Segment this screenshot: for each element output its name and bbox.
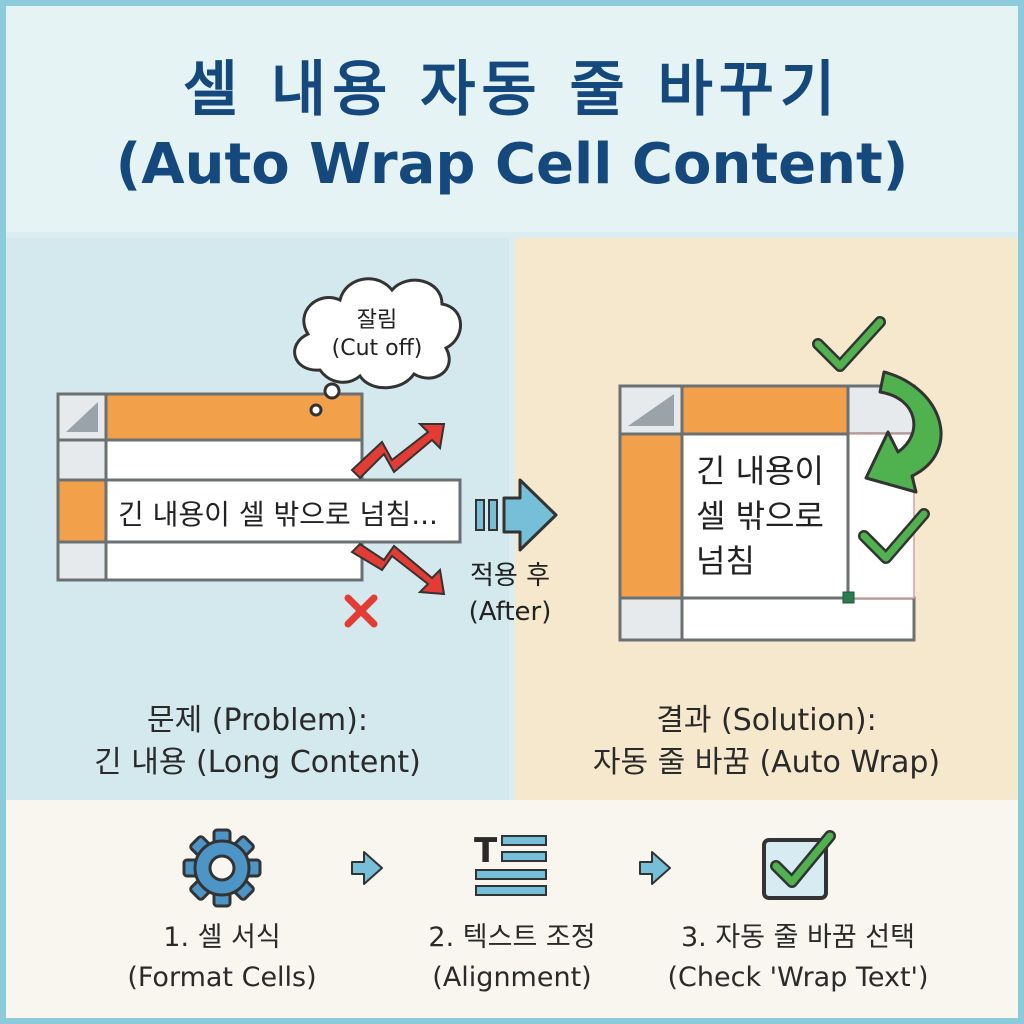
checkbox-checked-icon: [762, 830, 836, 900]
row-header-selected: [618, 432, 684, 600]
cell: [104, 540, 364, 582]
step-1-label: 1. 셀 서식 (Format Cells): [92, 918, 352, 998]
solution-caption-line2: 자동 줄 바꿈 (Auto Wrap): [592, 745, 941, 780]
solution-spreadsheet: 긴 내용이 셀 밖으로 넘침: [618, 384, 916, 642]
after-label-en: (After): [469, 597, 552, 627]
after-arrow-icon: [475, 478, 558, 552]
error-x-icon: [344, 594, 378, 628]
zigzag-arrow-up-icon: [350, 423, 446, 480]
row-header: [56, 438, 108, 482]
step-2-title: 2. 텍스트 조정: [428, 922, 596, 953]
step-2-label: 2. 텍스트 조정 (Alignment): [382, 918, 642, 998]
cut-off-bubble: 잘림 (Cut off): [293, 277, 462, 417]
gear-icon: [182, 828, 262, 908]
header: 셀 내용 자동 줄 바꾸기 (Auto Wrap Cell Content): [6, 6, 1018, 232]
problem-spreadsheet: 긴 내용이 셀 밖으로 넘침...: [56, 392, 462, 582]
overflow-cell: [104, 478, 462, 544]
curved-arrow-icon: [864, 370, 943, 494]
step-1-subtitle: (Format Cells): [127, 962, 317, 993]
step-1-title: 1. 셀 서식: [163, 922, 281, 953]
title-english: (Auto Wrap Cell Content): [115, 132, 909, 197]
bubble-text-ko: 잘림: [357, 308, 397, 333]
bubble-dot: [309, 403, 323, 417]
column-header-selected: [680, 384, 850, 436]
select-all-triangle-icon: [66, 402, 98, 432]
step-3-title: 3. 자동 줄 바꿈 선택: [681, 922, 915, 953]
step-3-label: 3. 자동 줄 바꿈 선택 (Check 'Wrap Text'): [648, 918, 948, 998]
title-korean: 셀 내용 자동 줄 바꾸기: [182, 55, 842, 125]
solution-caption: 결과 (Solution): 자동 줄 바꿈 (Auto Wrap): [515, 700, 1018, 784]
cell: [104, 438, 364, 482]
overflow-cell-text: 긴 내용이 셀 밖으로 넘침...: [118, 498, 438, 531]
wrapped-text-line1: 긴 내용이: [696, 452, 824, 490]
bubble-text-en: (Cut off): [332, 336, 423, 361]
bubble-dot: [323, 382, 341, 400]
wrapped-text-line2: 셀 밖으로: [696, 497, 824, 535]
step-3-subtitle: (Check 'Wrap Text'): [667, 962, 929, 993]
problem-caption-line2: 긴 내용 (Long Content): [94, 745, 421, 780]
step-arrow-icon: [639, 851, 671, 885]
bubble-cloud: [293, 277, 462, 390]
select-all-triangle-icon: [628, 394, 674, 426]
step-arrow-icon: [351, 851, 383, 885]
cell: [680, 596, 916, 642]
problem-caption: 문제 (Problem): 긴 내용 (Long Content): [6, 700, 509, 784]
row-header: [618, 596, 684, 642]
text-align-icon: T: [474, 831, 547, 896]
check-mark-icon: [814, 318, 884, 370]
solution-caption-line1: 결과 (Solution):: [656, 703, 877, 738]
after-label-ko: 적용 후: [470, 561, 550, 591]
check-mark-icon: [860, 510, 928, 562]
problem-caption-line1: 문제 (Problem):: [147, 703, 368, 738]
step-2-subtitle: (Alignment): [432, 962, 592, 993]
wrapped-text-line3: 넘침: [696, 542, 755, 580]
zigzag-arrow-down-icon: [350, 542, 446, 596]
fill-handle: [842, 591, 855, 604]
text-t-glyph: T: [474, 831, 498, 871]
column-header-selected: [104, 392, 364, 442]
row-header: [56, 540, 108, 582]
wrapped-cell: [680, 432, 850, 600]
row-header-selected: [56, 478, 108, 544]
